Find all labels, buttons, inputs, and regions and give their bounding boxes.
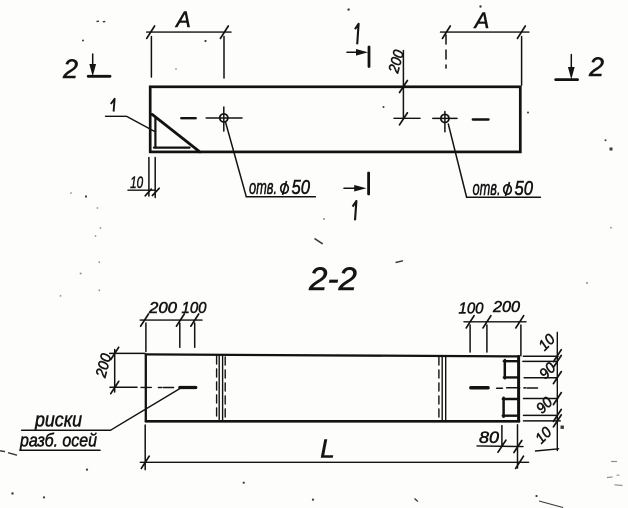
svg-text:риски: риски: [34, 409, 82, 431]
svg-text:200: 200: [92, 351, 115, 380]
svg-text:2-2: 2-2: [308, 261, 357, 297]
svg-text:2: 2: [588, 52, 604, 82]
svg-text:отв.: отв.: [249, 177, 277, 199]
svg-text:разб. осей: разб. осей: [19, 431, 97, 451]
svg-text:200: 200: [148, 300, 177, 317]
svg-text:200: 200: [492, 299, 520, 316]
svg-text:200: 200: [385, 48, 408, 76]
svg-text:100: 100: [459, 301, 484, 318]
svg-text:50: 50: [292, 177, 311, 199]
svg-text:80: 80: [479, 429, 500, 447]
svg-text:2: 2: [62, 54, 78, 84]
svg-text:10: 10: [130, 173, 143, 192]
svg-text:L: L: [320, 434, 334, 464]
svg-text:А: А: [174, 7, 191, 32]
svg-text:100: 100: [182, 300, 207, 317]
svg-text:отв.: отв.: [473, 178, 501, 200]
svg-text:50: 50: [515, 178, 534, 200]
svg-text:А: А: [473, 8, 490, 33]
